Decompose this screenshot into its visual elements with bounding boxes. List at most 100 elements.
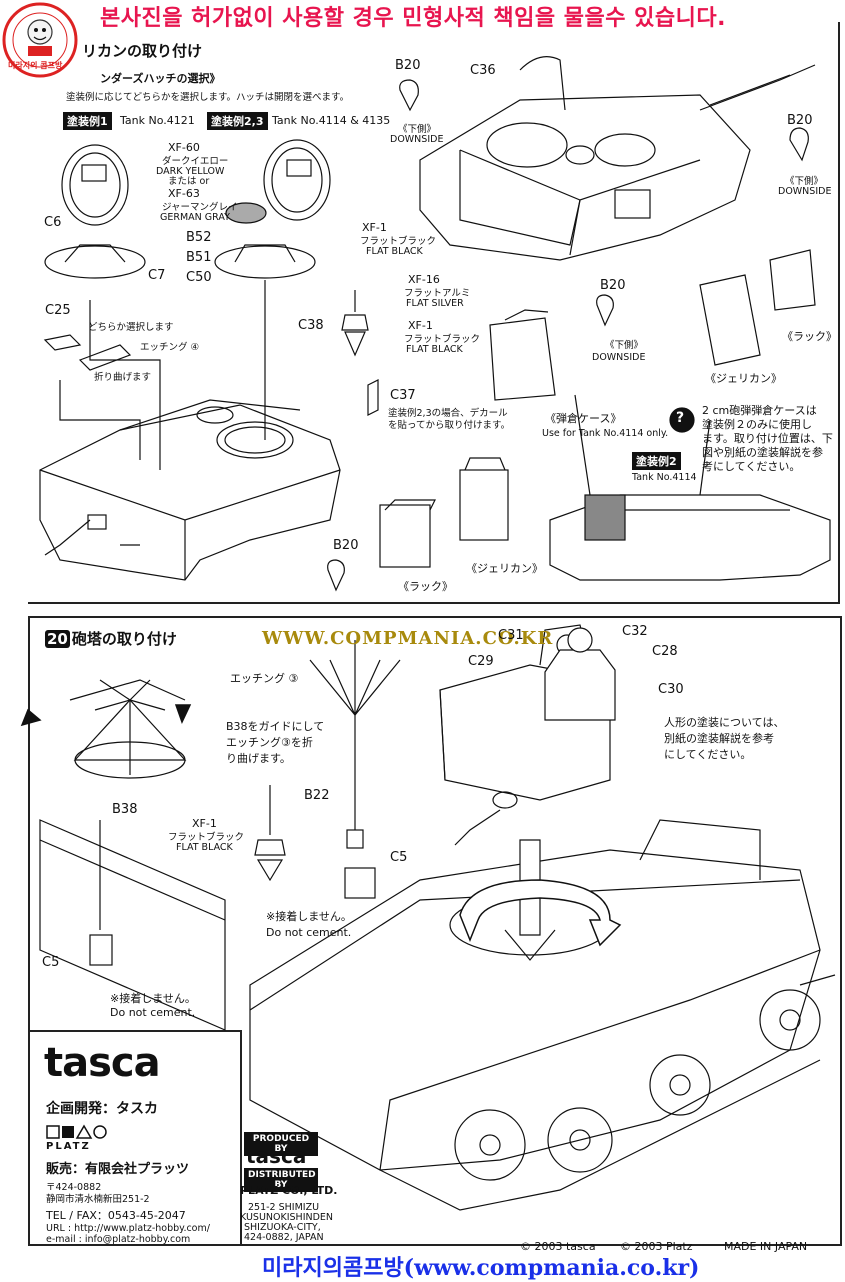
step19-hatch-note: 塗装例に応じてどちらかを選択します。ハッチは開閉を選べます。 [66,92,350,103]
watermark-stamp: 미라지의 콤프방 [2,2,78,78]
paint-xf60-en: DARK YELLOW [156,166,225,177]
paint-xf16-jp: フラットアルミ [404,288,471,299]
paint-xf1-s20-jp: フラットブラック [168,832,245,843]
platz-logo-text: PLATZ [46,1141,91,1152]
produced-tasca-logo: tasca [246,1144,307,1168]
guide-note-2: エッチング③を折 [226,736,313,749]
ammo-case-use: Use for Tank No.4114 only. [542,428,669,439]
rack-label-left: 《ラック》 [398,580,453,593]
paint-xf1-en: FLAT BLACK [366,246,423,257]
part-b20-upper-left: B20 [395,58,421,73]
downside-en-3: DOWNSIDE [592,352,646,363]
stamp-logo-icon [2,2,78,78]
scheme23-tank: Tank No.4114 & 4135 [272,114,391,127]
part-b51: B51 [186,250,212,265]
info-icon: ? [676,410,685,426]
paint-xf63-jp: ジャーマングレイ [162,202,238,213]
paint-or: または or [168,176,210,187]
paint-xf1-jp: フラットブラック [360,236,437,247]
downside-jp-1: 《下側》 [398,124,437,135]
made-in-japan: MADE IN JAPAN [724,1240,808,1253]
paint-xf1-code: XF-1 [362,221,387,234]
copyright-tasca: © 2003 tasca [520,1240,596,1253]
addr-en-4: 424-0882, JAPAN [244,1232,324,1243]
figure-note-2: 別紙の塗装解説を参考 [664,732,774,745]
watermark-bottom-banner: 미라지의콤프방(www.compmania.co.kr) [262,1255,700,1281]
part-c6: C6 [44,215,62,230]
info-note-5: 考にしてください。 [702,460,801,473]
paint-xf63-code: XF-63 [168,187,200,200]
tasca-logo: tasca [44,1040,161,1086]
part-b52: B52 [186,230,212,245]
part-c30: C30 [658,682,684,697]
part-c5-right: C5 [390,850,408,865]
rack-label-right: 《ラック》 [782,330,837,343]
step19-title: リカンの取り付け [82,42,203,60]
scheme2-tag: 塗装例2 [632,452,681,470]
tel-fax: TEL / FAX：0543-45-2047 [46,1209,186,1222]
platz-shapes-icon [46,1124,107,1139]
sales-label: 販売：有限会社プラッツ [46,1162,190,1177]
part-c36: C36 [470,63,496,78]
paint-xf1b-jp: フラットブラック [404,334,481,345]
part-b22: B22 [304,788,330,803]
part-b20-middle: B20 [600,278,626,293]
guide-note-3: り曲げます。 [226,752,291,765]
info-note-4: 図や別紙の塗装解説を参 [702,446,823,459]
info-note-2: 塗装例２のみに使用し [702,418,812,431]
part-b38: B38 [112,802,138,817]
etching4-label: エッチング ④ [140,342,200,353]
no-cement-jp-1: ※接着しません。 [266,910,352,923]
email-text: e-mail : info@platz-hobby.com [46,1234,191,1245]
part-c32: C32 [622,624,648,639]
no-cement-jp-2: ※接着しません。 [110,992,196,1005]
address-jp: 静岡市清水楠新田251-2 [46,1194,150,1205]
figure-note-3: にしてください。 [664,748,752,761]
scheme2-tank: Tank No.4114 [632,472,697,483]
part-c5-left: C5 [42,955,60,970]
stamp-label: 미라지의 콤프방 [8,61,63,70]
jerrycan-label-right: 《ジェリカン》 [705,372,782,385]
no-cement-en-2: Do not cement. [110,1006,196,1019]
decal-note-1: 塗装例2,3の場合、デカール [388,408,508,419]
distributed-by-badge: DISTRIBUTED BY [244,1168,318,1192]
produced-by-badge: PRODUCED BY [244,1132,318,1156]
jerrycan-label-left: 《ジェリカン》 [466,562,543,575]
paint-xf16-en: FLAT SILVER [406,298,464,309]
addr-en-3: SHIZUOKA-CITY, [244,1222,321,1233]
postal-code: 〒424-0882 [46,1182,102,1193]
paint-xf16-code: XF-16 [408,273,440,286]
paint-xf1b-en: FLAT BLACK [406,344,463,355]
step20-panel [28,616,842,1246]
info-note-3: ます。取り付け位置は、下 [702,432,833,445]
figure-note-1: 人形の塗装については、 [664,716,785,729]
downside-en-1: DOWNSIDE [390,134,444,145]
downside-en-2: DOWNSIDE [778,186,832,197]
paint-xf63-en: GERMAN GRAY [160,212,230,223]
part-c31: C31 [498,628,524,643]
ammo-case-label: 《弾倉ケース》 [545,412,622,425]
info-note-1: 2 cm砲弾弾倉ケースは [702,404,817,417]
bend-note: 折り曲げます [94,372,152,383]
paint-xf60-code: XF-60 [168,141,200,154]
paint-xf1-s20-code: XF-1 [192,817,217,830]
part-c28: C28 [652,644,678,659]
scheme23-tag: 塗装例2,3 [207,112,268,130]
scheme1-tank: Tank No.4121 [120,114,195,127]
part-b20-upper-right: B20 [787,113,813,128]
platz-co-name: PLATZ CO., LTD. [240,1184,338,1197]
part-b20-lower: B20 [333,538,359,553]
step20-title: 砲塔の取り付け [71,630,177,648]
copyright-warning-banner: 본사진을 허가없이 사용할 경우 민형사적 책임을 물을수 있습니다. [100,6,726,31]
addr-en-1: 251-2 SHIMIZU [248,1202,320,1213]
guide-note-1: B38をガイドにして [226,720,325,733]
etching3-label: エッチング ③ [230,672,299,685]
step20-number: 20 [45,630,70,648]
scheme1-tag: 塗装例1 [63,112,112,130]
url-text: URL : http://www.platz-hobby.com/ [46,1223,210,1234]
part-c37: C37 [390,388,416,403]
decal-note-2: を貼ってから取り付けます。 [388,420,511,431]
paint-xf1b-code: XF-1 [408,319,433,332]
